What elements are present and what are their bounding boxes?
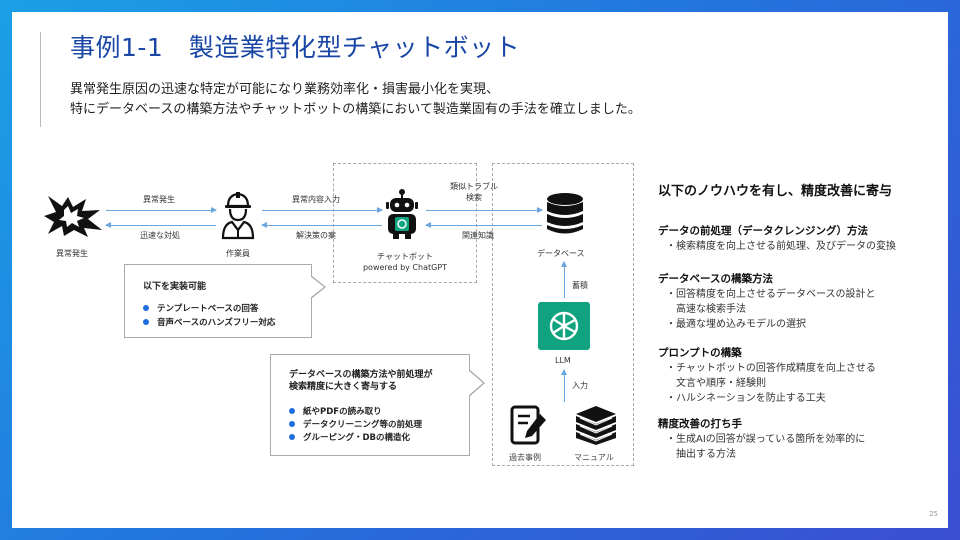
knowhow-heading: 以下のノウハウを有し、精度改善に寄与 — [658, 184, 893, 199]
arrow-bot-to-db — [426, 207, 543, 213]
notebook-pen-icon — [510, 404, 548, 446]
knowhow-panel: 以下のノウハウを有し、精度改善に寄与 データの前処理（データクレンジング）方法 … — [658, 180, 938, 460]
subtitle-line: 異常発生原因の迅速な特定が可能になり業務効率化・損害最小化を実現、 — [70, 82, 500, 97]
knowhow-item: ・チャットボットの回答作成精度を向上させる — [666, 363, 876, 374]
arrow-worker-to-bot — [262, 207, 383, 213]
callout-bullet-text: 紙やPDFの読み取り — [303, 407, 382, 417]
worker-icon — [220, 190, 256, 240]
callout-pointer-fill — [468, 370, 483, 396]
page-subtitle: 異常発生原因の迅速な特定が可能になり業務効率化・損害最小化を実現、 特にデータベ… — [70, 80, 641, 120]
knowhow-item: ・回答精度を向上させるデータベースの設計と — [666, 289, 876, 300]
robot-icon — [384, 188, 420, 240]
callout-bullet: テンプレートベースの回答 — [143, 302, 258, 314]
knowhow-section: プロンプトの構築 ・チャットボットの回答作成精度を向上させる 文言や順序・経験則… — [658, 346, 876, 406]
database-label: データベース — [537, 249, 585, 258]
chatbot-label-line2: powered by ChatGPT — [362, 263, 448, 272]
knowhow-section: データベースの構築方法 ・回答精度を向上させるデータベースの設計と 高速な検索手… — [658, 272, 876, 332]
callout-bullet: グルーピング・DBの構造化 — [289, 431, 410, 443]
callout-bullet: データクリーニング等の前処理 — [289, 418, 422, 430]
callout-bullet-text: データクリーニング等の前処理 — [303, 420, 423, 430]
knowhow-section-title: データベースの構築方法 — [658, 273, 773, 285]
title-divider — [40, 32, 41, 127]
callout-bullet: 音声ベースのハンズフリー対応 — [143, 316, 275, 328]
knowhow-section-title: プロンプトの構築 — [658, 347, 742, 359]
arrow-label-quick-response: 迅速な対処 — [140, 231, 180, 240]
callout-db-heading-line2: 検索精度に大きく寄与する — [289, 382, 398, 392]
page-number: 25 — [929, 510, 938, 518]
callout-db-heading: データベースの構築方法や前処理が 検索精度に大きく寄与する — [289, 369, 433, 393]
database-icon — [546, 192, 584, 236]
callout-features-heading: 以下を実装可能 — [143, 282, 207, 292]
incident-label: 異常発生 — [56, 249, 88, 258]
arrow-db-to-bot — [425, 222, 542, 228]
arrow-label-similar-line1: 類似トラブル — [450, 182, 498, 191]
knowhow-item: ・ハルシネーションを防止する工夫 — [666, 393, 826, 404]
arrow-label-store: 蓄積 — [572, 281, 588, 290]
bullet-dot — [143, 305, 149, 311]
books-icon — [572, 402, 620, 446]
page-title: 事例1-1 製造業特化型チャットボット — [70, 33, 521, 62]
subtitle-line: 特にデータベースの構築方法やチャットボットの構築において製造業固有の手法を確立し… — [70, 102, 641, 117]
callout-pointer-fill — [310, 276, 324, 298]
callout-bullet-text: テンプレートベースの回答 — [157, 304, 259, 314]
chatbot-dashed-box — [333, 163, 477, 283]
callout-bullet-text: グルーピング・DBの構造化 — [303, 433, 411, 443]
arrow-sources-to-llm — [561, 369, 567, 402]
bullet-dot — [143, 319, 149, 325]
chatbot-label: チャットボット powered by ChatGPT — [338, 251, 472, 273]
arrow-incident-to-worker — [106, 207, 217, 213]
knowhow-section: データの前処理（データクレンジング）方法 ・検索精度を向上させる前処理、及びデー… — [658, 224, 896, 254]
bullet-dot — [289, 408, 295, 414]
callout-bullet: 紙やPDFの読み取り — [289, 405, 382, 417]
arrow-label-input-src: 入力 — [572, 381, 588, 390]
callout-db-heading-line1: データベースの構築方法や前処理が — [289, 370, 433, 380]
arrow-worker-to-incident — [105, 222, 216, 228]
knowhow-section-title: 精度改善の打ち手 — [658, 418, 742, 430]
arrow-label-similar: 類似トラブル 検索 — [450, 181, 498, 203]
knowhow-item: 文言や順序・経験則 — [666, 378, 766, 389]
bullet-dot — [289, 434, 295, 440]
callout-bullet-text: 音声ベースのハンズフリー対応 — [157, 318, 276, 328]
arrow-bot-to-worker — [261, 222, 382, 228]
knowhow-item: ・生成AIの回答が誤っている箇所を効率的に — [666, 434, 866, 445]
arrow-llm-to-db — [561, 261, 567, 298]
bullet-dot — [289, 421, 295, 427]
knowhow-section-title: データの前処理（データクレンジング）方法 — [658, 225, 868, 237]
knowhow-item: ・検索精度を向上させる前処理、及びデータの変換 — [666, 241, 896, 252]
past-cases-label: 過去事例 — [509, 453, 541, 462]
arrow-label-solution: 解決策の案 — [296, 231, 336, 240]
callout-features: 以下を実装可能 テンプレートベースの回答 音声ベースのハンズフリー対応 — [124, 264, 326, 338]
arrow-label-similar-line2: 検索 — [466, 193, 482, 202]
knowhow-section: 精度改善の打ち手 ・生成AIの回答が誤っている箇所を効率的に 抽出する方法 — [658, 417, 865, 462]
llm-label: LLM — [555, 356, 571, 365]
manual-label: マニュアル — [574, 453, 614, 462]
arrow-label-input: 異常内容入力 — [292, 195, 340, 204]
arrow-label-knowledge: 関連知識 — [462, 231, 494, 240]
explosion-icon — [44, 194, 104, 238]
callout-db-importance: データベースの構築方法や前処理が 検索精度に大きく寄与する 紙やPDFの読み取り… — [270, 354, 485, 456]
knowhow-item: 高速な検索手法 — [666, 304, 746, 315]
knowhow-item: ・最適な埋め込みモデルの選択 — [666, 319, 806, 330]
openai-logo-icon — [538, 302, 590, 350]
arrow-label-incident: 異常発生 — [143, 195, 175, 204]
chatbot-label-line1: チャットボット — [377, 252, 433, 261]
data-pipeline-dashed-box — [492, 163, 634, 466]
worker-label: 作業員 — [226, 249, 250, 258]
knowhow-item: 抽出する方法 — [666, 449, 736, 460]
